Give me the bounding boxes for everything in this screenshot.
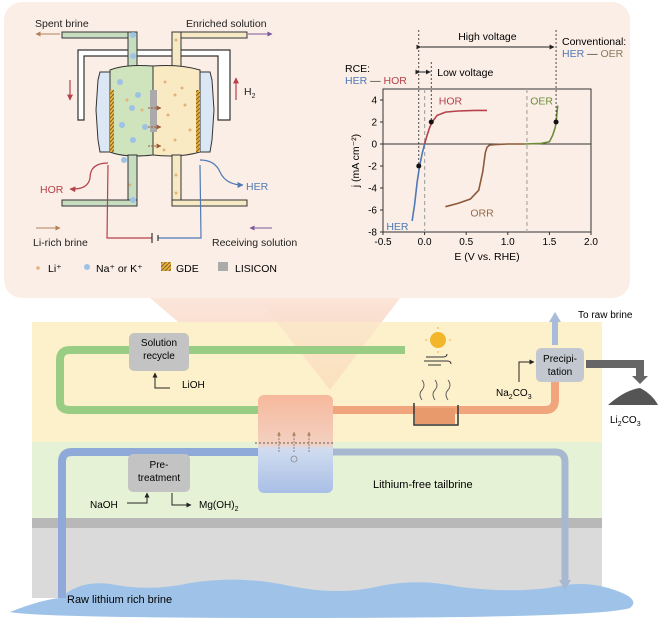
high-voltage-label: High voltage (458, 31, 517, 43)
marker-her (416, 163, 422, 169)
precipitation-label-1: Precipi- (543, 354, 577, 365)
li-rich-brine-label: Li-rich brine (33, 237, 88, 249)
to-raw-brine-label: To raw brine (578, 310, 633, 321)
curve-label-her: HER (386, 221, 409, 233)
cell-legend: Li⁺ Na⁺ or K⁺ GDE LISICON (36, 262, 277, 275)
enriched-solution-label: Enriched solution (186, 18, 267, 30)
hor-label: HOR (40, 184, 64, 196)
y-axis-label: j (mA cm⁻²) (350, 134, 362, 188)
series-orr (445, 143, 525, 208)
sun-icon (430, 332, 446, 348)
rce-label: RCE: (345, 63, 370, 75)
lioh-label: LiOH (182, 380, 205, 391)
tailbrine-pipe (330, 448, 569, 580)
solution-recycle-label-2: recycle (143, 351, 175, 362)
conventional-label: Conventional: (562, 36, 626, 48)
h2-label: H2 (244, 86, 256, 100)
x-axis-label: E (V vs. RHE) (454, 251, 519, 263)
wind-icon (424, 353, 452, 366)
solution-recycle-label-1: Solution (141, 338, 177, 349)
y-tick-label: -8 (368, 228, 377, 239)
gde-swatch (161, 262, 171, 271)
curve-label-hor: HOR (439, 95, 463, 107)
to-raw-brine-arrow (549, 312, 561, 322)
curve-label-orr: ORR (470, 208, 494, 220)
curve-label-oer: OER (530, 95, 553, 107)
polarization-chart: -0.5 0.0 0.5 1.0 1.5 2.0 4 2 0 -2 -4 -6 -8 E (V vs. R… (345, 30, 626, 263)
li-ion-swatch (36, 266, 40, 270)
li2co3-label: Li2CO3 (610, 415, 641, 428)
naoh-label: NaOH (90, 500, 118, 511)
raw-brine-label: Raw lithium rich brine (67, 594, 172, 606)
na-k-ion-swatch (84, 264, 90, 270)
low-voltage-label: Low voltage (437, 67, 493, 79)
legend-lisicon: LISICON (235, 263, 277, 275)
rce-reaction-label: HER — HOR (345, 75, 407, 87)
underground-layer (32, 528, 602, 598)
y-tick-label: 0 (371, 140, 377, 151)
ground-line (32, 518, 602, 528)
raw-brine-pipe (58, 448, 260, 598)
y-tick-label: -2 (368, 162, 377, 173)
marker-oer (553, 119, 559, 125)
mgoh2-label: Mg(OH)2 (199, 500, 239, 513)
electrochemical-cell (35, 31, 273, 243)
process-flow (10, 298, 658, 618)
x-tick-label: 2.0 (584, 237, 598, 248)
legend-gde: GDE (176, 263, 199, 275)
precipitation-label-2: tation (548, 367, 572, 378)
precipitation-box (536, 348, 584, 382)
marker-hor (428, 119, 434, 125)
evaporation-pond (415, 408, 455, 424)
y-tick-label: -4 (368, 184, 377, 195)
x-tick-label: -0.5 (374, 237, 392, 248)
y-tick-label: 2 (371, 118, 377, 129)
recycle-pipe (56, 346, 405, 414)
na2co3-label: Na2CO3 (496, 388, 532, 401)
tailbrine-label: Lithium-free tailbrine (373, 479, 473, 491)
legend-li: Li⁺ (48, 263, 62, 275)
pretreatment-box (128, 454, 190, 492)
x-tick-label: 0.5 (459, 237, 473, 248)
pretreatment-label-2: treatment (138, 473, 180, 484)
y-tick-label: -6 (368, 206, 377, 217)
rce-tank (258, 395, 333, 493)
pretreatment-label-1: Pre- (150, 460, 169, 471)
enriched-pipe (330, 375, 559, 414)
legend-na-k: Na⁺ or K⁺ (96, 263, 143, 275)
receiving-solution-label: Receiving solution (212, 237, 297, 249)
solution-recycle-box (129, 333, 189, 371)
series-her (411, 143, 426, 222)
li2co3-pile (608, 388, 658, 405)
conventional-reaction-label: HER — OER (562, 48, 624, 60)
x-tick-label: 1.0 (501, 237, 515, 248)
lisicon-swatch (218, 262, 228, 271)
brine-reservoir (10, 579, 634, 618)
x-tick-label: 1.5 (542, 237, 556, 248)
her-label: HER (246, 181, 269, 193)
series-hor (423, 109, 487, 145)
spent-brine-label: Spent brine (35, 18, 89, 30)
plot-frame (382, 88, 592, 233)
x-tick-label: 0.0 (418, 237, 432, 248)
y-tick-label: 4 (371, 96, 377, 107)
